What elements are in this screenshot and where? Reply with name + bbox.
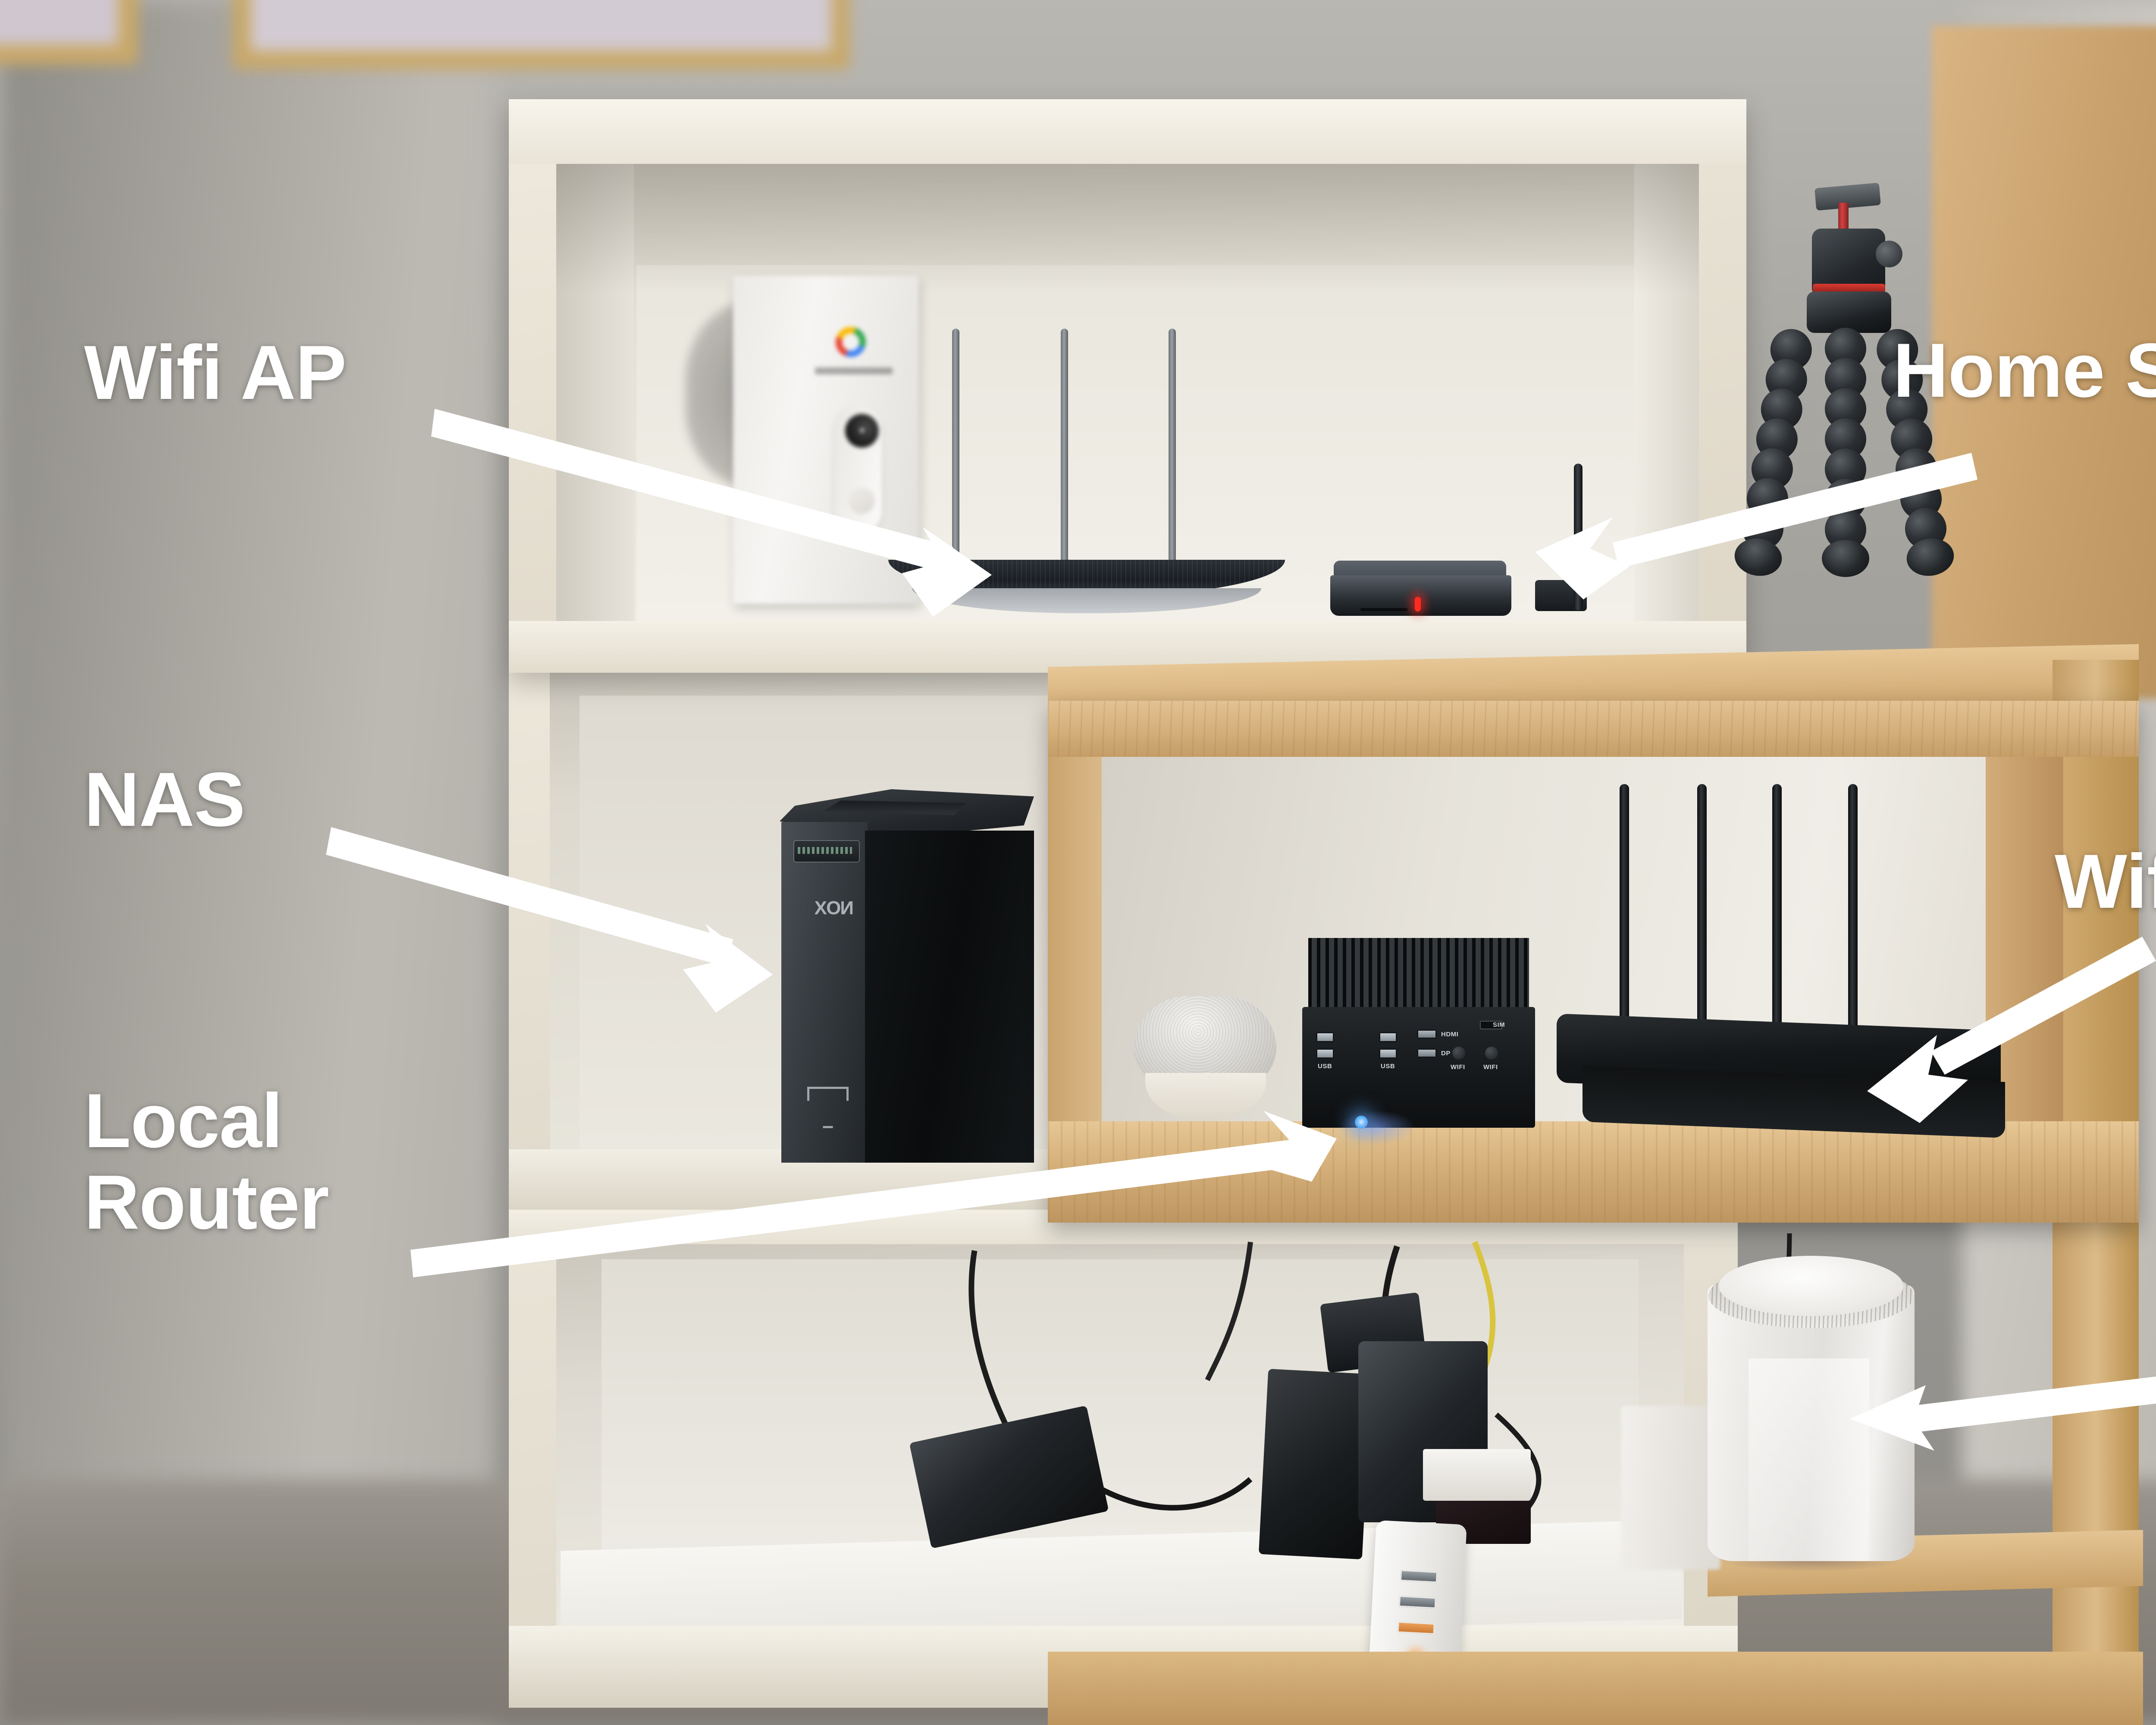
heatsink-fins xyxy=(1308,938,1529,1012)
picture-frame-left xyxy=(0,0,138,65)
mini-pc-local-router: USB USB HDMI DP WIFI WIFI SIM xyxy=(1302,938,1535,1145)
port-label-hdmi: HDMI xyxy=(1441,1031,1459,1038)
nas-tower: NOX xyxy=(772,789,1039,1164)
wifi-6-ap-router xyxy=(1557,759,2014,1156)
label-local-router: Local Router xyxy=(84,1078,329,1245)
arrow-wifi-6-ap xyxy=(1867,937,2156,1123)
secondary-white-box xyxy=(1621,1406,1720,1570)
arrow-nas xyxy=(326,827,773,1013)
arrow-wifi-ap xyxy=(431,409,992,617)
google-g-icon xyxy=(836,327,866,357)
port-label-wifi-b: WIFI xyxy=(1483,1063,1498,1071)
white-block xyxy=(1423,1449,1531,1501)
isp-router-cylinder xyxy=(1708,1251,1915,1578)
label-nas: NAS xyxy=(84,756,245,842)
wooden-board-background xyxy=(1932,26,2156,699)
port-label-dp: DP xyxy=(1441,1050,1451,1057)
port-label-usb-left: USB xyxy=(1318,1063,1332,1070)
wood-base-rail xyxy=(1048,1652,2143,1725)
arrow-local-router xyxy=(411,1111,1337,1277)
label-home-server: Home Server xyxy=(1893,327,2156,413)
status-led xyxy=(1415,597,1421,612)
arrow-home-server xyxy=(1535,453,1977,599)
label-isp-router: ISP Router xyxy=(1889,1294,2156,1456)
port-label-sim: SIM xyxy=(1493,1021,1505,1029)
arrow-isp-router xyxy=(1850,1376,2156,1451)
port-label-usb-right: USB xyxy=(1381,1063,1395,1070)
port-label-wifi-a: WIFI xyxy=(1451,1063,1465,1071)
label-wifi-6-ap: Wifi 6 AP xyxy=(2055,838,2156,924)
label-wifi-ap: Wifi AP xyxy=(84,329,347,415)
picture-frame-right xyxy=(233,0,849,69)
camera-lens-icon xyxy=(845,414,879,448)
home-server-box xyxy=(1330,561,1511,616)
google-nest-mini-speaker xyxy=(1134,996,1276,1121)
